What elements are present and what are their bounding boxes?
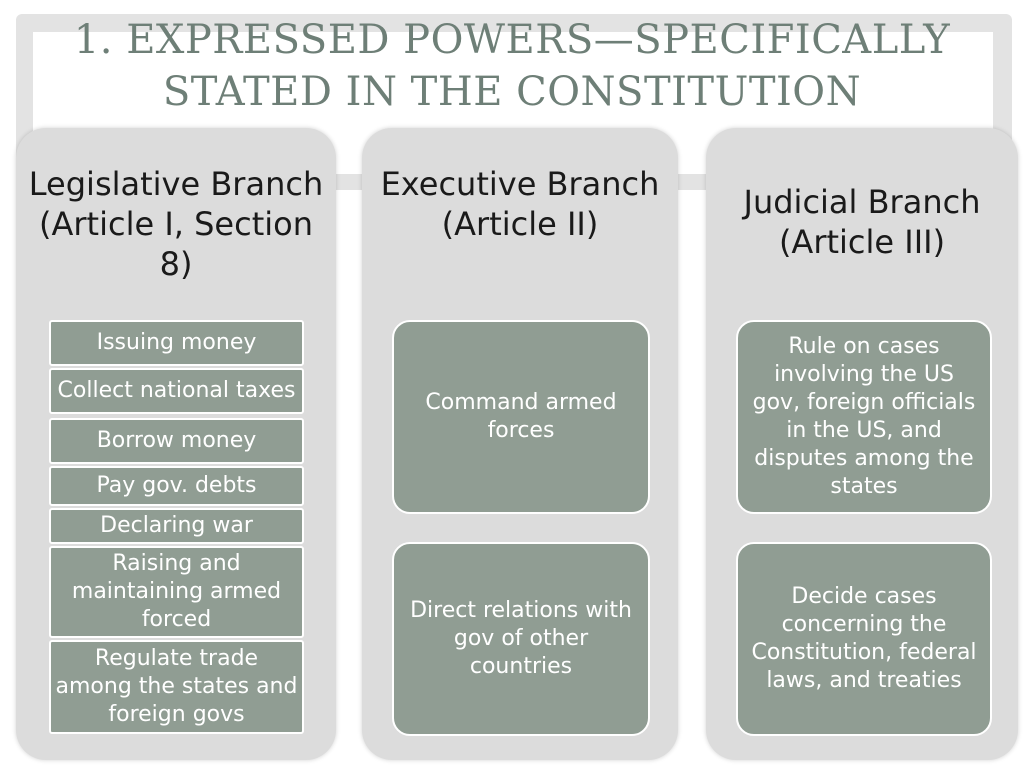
title-line-1: 1. Expressed Powers—Specifically	[73, 17, 951, 63]
executive-column: Executive Branch (Article II) Command ar…	[362, 128, 678, 760]
legislative-item-armed-forces: Raising and maintaining armed forced	[49, 546, 304, 638]
legislative-item-collect-taxes: Collect national taxes	[49, 368, 304, 414]
legislative-item-declaring-war: Declaring war	[49, 508, 304, 544]
legislative-column: Legislative Branch (Article I, Section 8…	[16, 128, 336, 760]
judicial-item-rule-on-cases: Rule on cases involving the US gov, fore…	[736, 320, 992, 514]
legislative-item-regulate-trade: Regulate trade among the states and fore…	[49, 640, 304, 734]
slide-title: 1. Expressed Powers—Specifically stated i…	[40, 14, 984, 118]
executive-item-foreign-relations: Direct relations with gov of other count…	[392, 542, 650, 736]
executive-heading: Executive Branch (Article II)	[380, 165, 660, 243]
judicial-column: Judicial Branch (Article III) Rule on ca…	[706, 128, 1018, 760]
executive-item-command-forces: Command armed forces	[392, 320, 650, 514]
legislative-item-issuing-money: Issuing money	[49, 320, 304, 366]
judicial-heading: Judicial Branch (Article III)	[743, 183, 981, 261]
legislative-item-pay-debts: Pay gov. debts	[49, 466, 304, 506]
title-line-2: stated in the Constitution	[162, 69, 862, 115]
judicial-item-decide-cases: Decide cases concerning the Constitution…	[736, 542, 992, 736]
legislative-heading: Legislative Branch (Article I, Section 8…	[28, 165, 324, 283]
legislative-item-borrow-money: Borrow money	[49, 418, 304, 464]
